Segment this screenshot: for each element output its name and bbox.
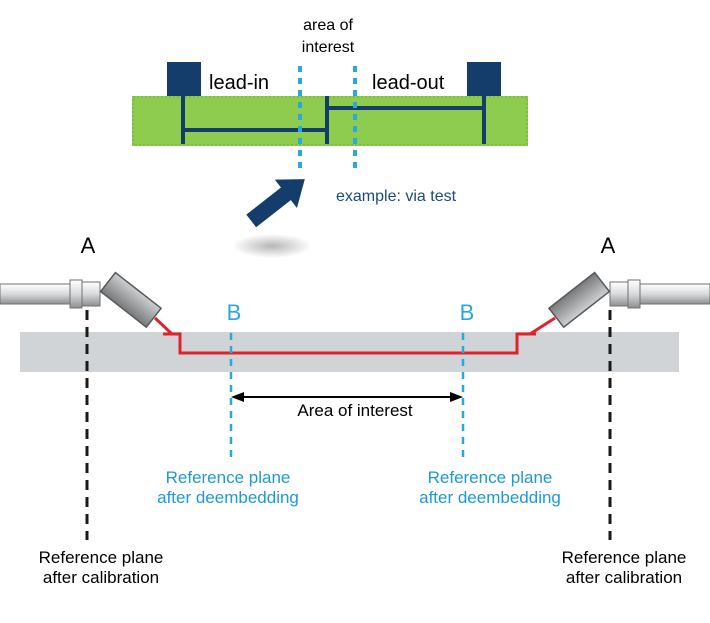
pcb-substrate <box>132 96 528 146</box>
calib-right-line1: Reference plane <box>562 548 687 567</box>
lead-in-label: lead-in <box>209 72 269 94</box>
port-A-right-label: A <box>601 233 616 258</box>
area-of-interest-label: Area of interest <box>297 401 413 420</box>
left-probe <box>0 271 174 336</box>
lead-out-label: lead-out <box>372 72 445 94</box>
deembed-left-line2: after deembedding <box>157 488 299 507</box>
plane-B-right-label: B <box>460 300 475 325</box>
calib-left-line1: Reference plane <box>39 548 164 567</box>
pointer-arrow-icon <box>246 179 305 228</box>
left-connector-pad <box>167 62 201 96</box>
pcb-board <box>132 62 528 172</box>
port-A-left-label: A <box>81 233 96 258</box>
deembed-left-line1: Reference plane <box>166 468 291 487</box>
arrow-shadow <box>232 234 312 258</box>
area-of-label: area of <box>303 17 353 34</box>
calib-left-line2: after calibration <box>43 568 159 587</box>
interest-label: interest <box>302 39 355 56</box>
right-connector-pad <box>467 62 501 96</box>
area-span-arrow <box>231 392 463 402</box>
signal-trace <box>163 332 536 355</box>
example-label: example: via test <box>336 188 457 205</box>
calib-right-line2: after calibration <box>566 568 682 587</box>
deembed-right-line1: Reference plane <box>428 468 553 487</box>
deembed-right-line2: after deembedding <box>419 488 561 507</box>
right-probe <box>529 271 710 336</box>
plane-B-left-label: B <box>227 300 242 325</box>
